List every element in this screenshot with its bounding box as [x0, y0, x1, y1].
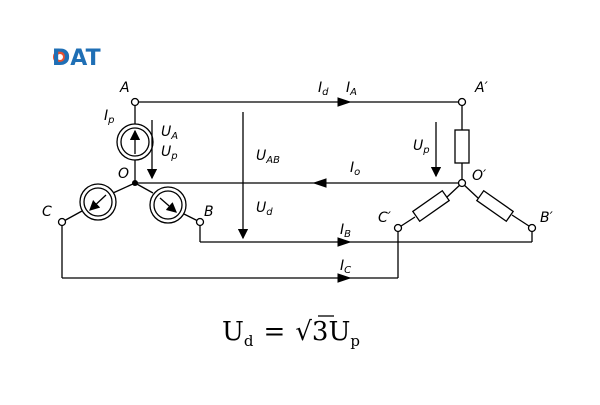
voltage-arrows — [146, 112, 442, 240]
label-ud: Ud — [256, 200, 273, 218]
current-labels: Id IA Ip Io IB IC — [104, 80, 360, 276]
wire-o-b1 — [134, 182, 154, 194]
label-up-left: Up — [161, 144, 178, 162]
label-up-right: Up — [413, 138, 430, 156]
terminal-b — [195, 217, 205, 227]
label-ip: Ip — [104, 108, 115, 126]
label-c-prime: C′ — [378, 210, 392, 226]
label-o-prime: O′ — [472, 168, 487, 184]
label-id: Id — [318, 80, 329, 98]
current-arrows — [312, 97, 352, 283]
wire-o-c1 — [112, 182, 136, 194]
resistor-a — [454, 129, 470, 164]
meter-b-icon — [149, 186, 187, 224]
meters — [79, 123, 187, 224]
label-a-prime: A′ — [474, 80, 489, 96]
label-io: Io — [350, 160, 360, 178]
terminal-a-prime — [457, 97, 467, 107]
terminal-a — [130, 97, 140, 107]
meter-a-icon — [116, 123, 154, 161]
formula: Ud=√3Up — [222, 315, 360, 350]
arrow-ib-icon — [337, 237, 352, 247]
meter-c-icon — [79, 183, 117, 221]
resistors — [411, 129, 515, 223]
label-o: O — [118, 166, 129, 182]
resistor-c — [411, 189, 451, 223]
arrow-ia-icon — [337, 97, 352, 107]
terminals — [57, 97, 537, 233]
resistor-b — [475, 189, 515, 223]
arrow-ic-icon — [337, 273, 352, 283]
label-b: B — [204, 204, 214, 220]
node-labels: A A′ O O′ C B C′ B′ — [42, 80, 554, 226]
logo-text: DAT — [52, 46, 101, 71]
label-ua: UA — [161, 124, 178, 142]
voltage-labels: UA Up UAB Ud Up — [161, 124, 430, 218]
node-o — [132, 180, 138, 186]
terminal-c-prime — [393, 223, 403, 233]
label-uab: UAB — [256, 148, 280, 166]
label-ib: IB — [340, 222, 351, 240]
label-ia: IA — [346, 80, 357, 98]
label-a: A — [119, 80, 130, 96]
label-c: C — [42, 204, 52, 220]
label-b-prime: B′ — [540, 210, 554, 226]
terminal-o-prime — [457, 178, 467, 188]
label-ic: IC — [340, 258, 351, 276]
terminal-c — [57, 217, 67, 227]
terminal-b-prime — [527, 223, 537, 233]
arrow-io-icon — [312, 178, 327, 188]
dat-logo: DAT — [52, 46, 101, 71]
logo-dot-icon — [57, 54, 63, 60]
formula-text: Ud=√3Up — [222, 317, 360, 350]
